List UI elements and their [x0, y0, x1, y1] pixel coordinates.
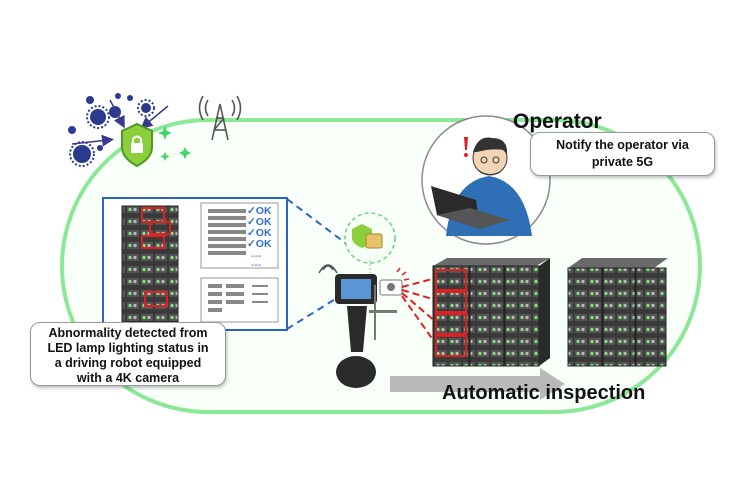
notify-line-2: private 5G	[591, 155, 654, 169]
ok-label: ✓OK	[247, 216, 272, 228]
sparkle-icon	[158, 126, 191, 161]
robot-icon	[318, 264, 410, 388]
operator-icon	[421, 115, 551, 245]
abnormality-line-1: Abnormality detected from	[48, 326, 208, 340]
abnormality-line-4: with a 4K camera	[76, 371, 180, 385]
virus-icon	[68, 93, 169, 167]
abnormality-line-3: a driving robot equipped	[54, 356, 202, 370]
sim-card-icon	[344, 212, 396, 273]
automatic-inspection-label: Automatic inspection	[442, 382, 646, 404]
alert-icon	[464, 137, 468, 150]
abnormality-callout: Abnormality detected from LED lamp light…	[30, 322, 226, 386]
pending-dash: ---	[251, 259, 262, 271]
inspection-report	[200, 202, 279, 269]
arrow-right-icon	[390, 368, 565, 400]
shield-lock-icon	[121, 122, 153, 168]
notify-line-1: Notify the operator via	[556, 138, 689, 152]
camera-beams	[401, 277, 437, 345]
zoom-panel	[102, 197, 353, 331]
camera-icon	[379, 267, 410, 296]
ok-label: ✓OK	[247, 238, 272, 250]
notify-callout: Notify the operator via private 5G	[530, 132, 715, 176]
operator-title: Operator	[513, 110, 602, 133]
ok-label: ✓OK	[247, 227, 272, 239]
server-rack-icon	[432, 258, 668, 367]
abnormality-line-2: LED lamp lighting status in	[47, 341, 209, 355]
ok-label: ✓OK	[247, 205, 272, 217]
antenna-tower-icon	[198, 95, 242, 141]
pending-dash: ---	[251, 250, 262, 262]
